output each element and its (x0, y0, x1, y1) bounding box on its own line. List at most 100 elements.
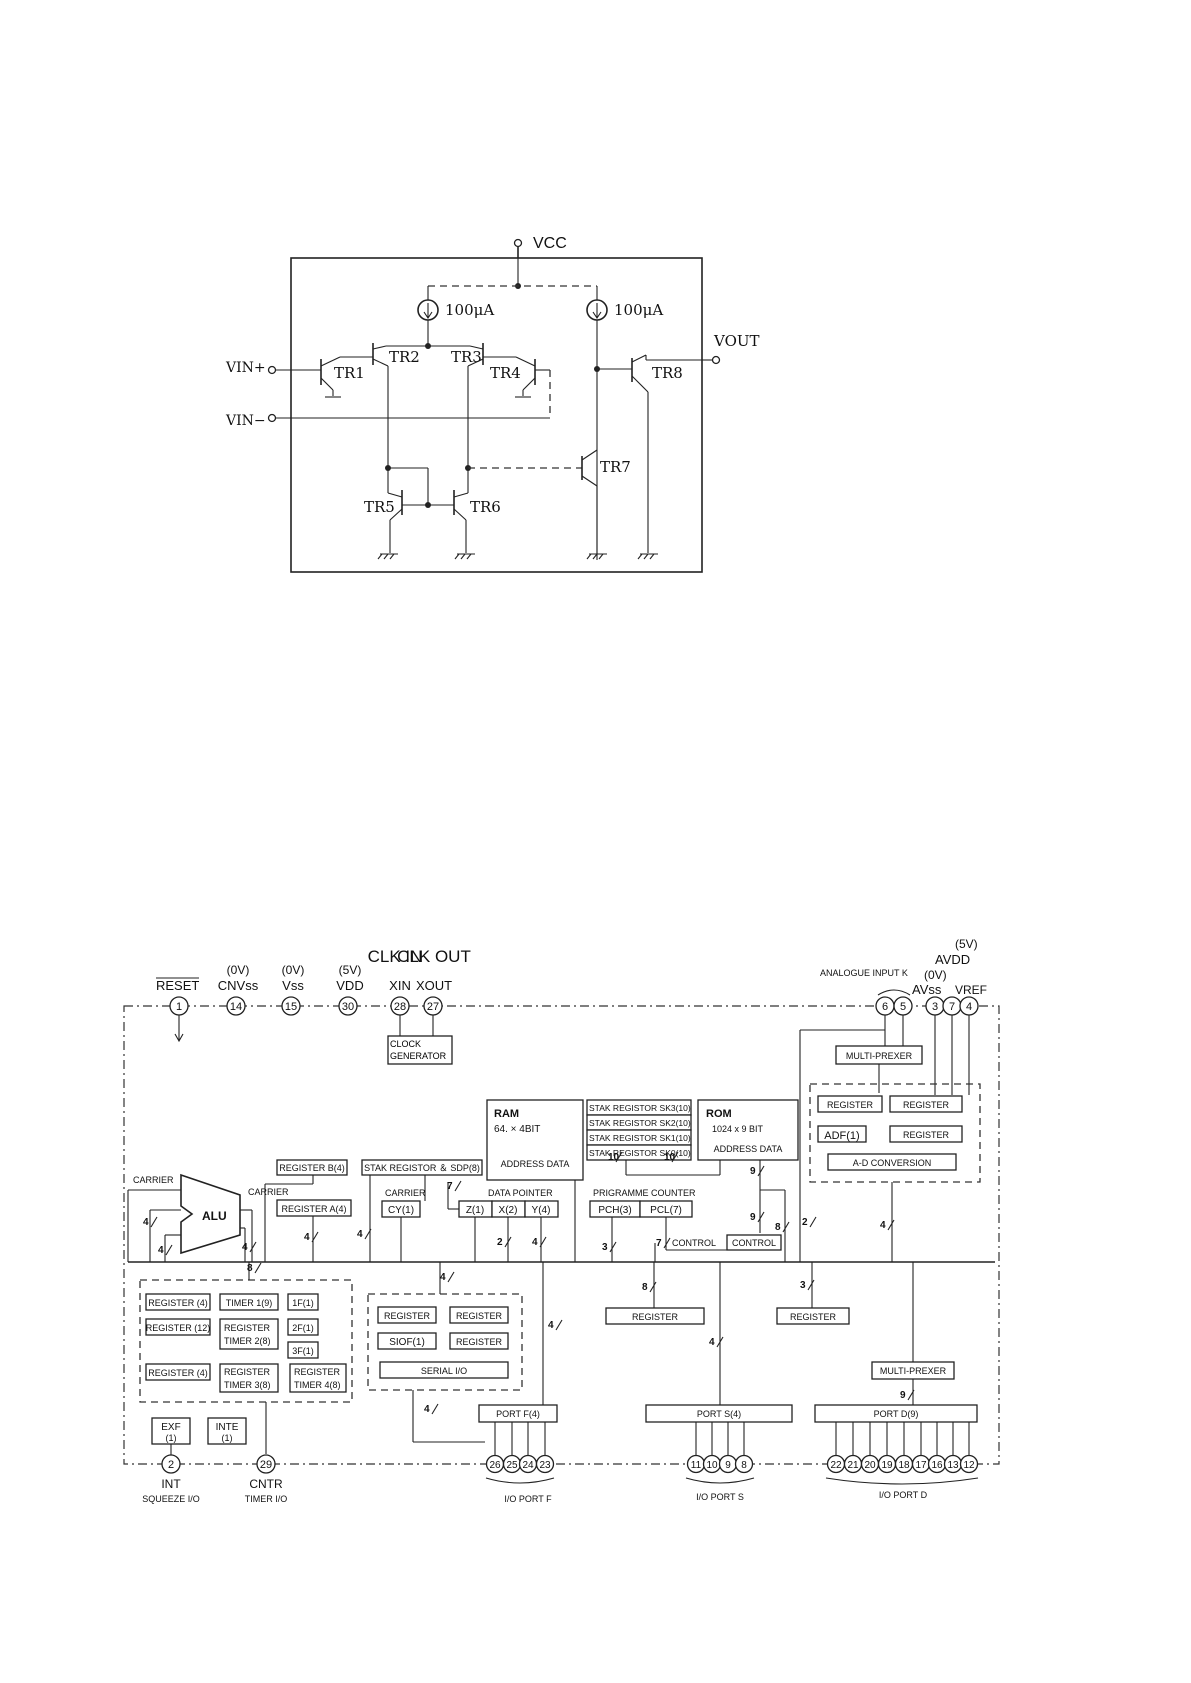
svg-text:INTE: INTE (216, 1422, 239, 1433)
svg-text:(0V): (0V) (282, 963, 305, 977)
io-port-s-label: I/O PORT S (696, 1492, 744, 1502)
clk-in-label: CLK IN (368, 947, 423, 966)
pin-number: 24 (522, 1460, 534, 1471)
ram-block (486, 1099, 584, 1181)
pin-number: 26 (489, 1460, 501, 1471)
bus-width-label: 10 (608, 1152, 620, 1163)
source2-label: 100μA (614, 301, 663, 319)
bus-width-label: 7 (656, 1238, 662, 1249)
svg-text:TIMER 1(9): TIMER 1(9) (226, 1298, 273, 1308)
timer-3 (219, 1363, 279, 1393)
tr5-label: TR5 (364, 498, 395, 516)
svg-text:64. × 4BIT: 64. × 4BIT (494, 1124, 540, 1135)
svg-text:PCL(7): PCL(7) (650, 1205, 682, 1216)
reset-label: RESET (156, 978, 199, 993)
top-pin-group: RESET 1 (0V) CNVss 14 (0V) Vss 15 (5V) V… (156, 947, 471, 1043)
svg-text:7: 7 (949, 1001, 955, 1013)
svg-text:RAM: RAM (494, 1108, 519, 1120)
pin-number: 16 (931, 1460, 943, 1471)
bus-width-label: 4 (548, 1320, 554, 1331)
svg-text:(1): (1) (166, 1433, 177, 1443)
svg-text:REGISTER (4): REGISTER (4) (148, 1368, 208, 1378)
svg-text:MULTI-PREXER: MULTI-PREXER (880, 1366, 947, 1376)
pin-number: 11 (691, 1460, 702, 1471)
io-port-f-label: I/O PORT F (504, 1494, 552, 1504)
flag-3f (287, 1341, 319, 1359)
mcu-block-diagram: RESET 1 (0V) CNVss 14 (0V) Vss 15 (5V) V… (123, 937, 1000, 1504)
svg-text:(0V): (0V) (924, 968, 947, 982)
port-f (478, 1404, 558, 1423)
svg-text:(1): (1) (222, 1433, 233, 1443)
svg-text:STAK REGISTOR SK2(10): STAK REGISTOR SK2(10) (589, 1118, 691, 1128)
vcc-label: VCC (533, 235, 567, 252)
pin-12 (959, 1454, 979, 1474)
timer-group (139, 1279, 353, 1403)
svg-text:REGISTER (12): REGISTER (12) (146, 1323, 211, 1333)
alu-block (180, 1173, 241, 1255)
pin-number: 23 (539, 1460, 551, 1471)
svg-text:SQUEEZE I/O: SQUEEZE I/O (142, 1494, 200, 1504)
serial-io (379, 1361, 509, 1379)
tr6-label: TR6 (470, 498, 501, 516)
ad-register-3 (889, 1125, 963, 1143)
vref-label: VREF (955, 983, 987, 997)
svg-text:TIMER I/O: TIMER I/O (245, 1494, 288, 1504)
bus-width-label: 4 (304, 1232, 310, 1243)
svg-text:STAK REGISTOR SK3(10): STAK REGISTOR SK3(10) (589, 1103, 691, 1113)
ad-register-2 (889, 1095, 963, 1113)
vcc-terminal (513, 238, 523, 248)
analogue-pin-group: ANALOGUE INPUT K (0V) (5V) AVDD AVss VRE… (799, 937, 987, 1262)
bus-width-label: 4 (143, 1217, 149, 1228)
clk-out-label: CLK OUT (397, 947, 471, 966)
control-block (726, 1234, 782, 1251)
stack-registers: STAK REGISTOR SK3(10) STAK REGISTOR SK2(… (586, 1099, 692, 1161)
vin-plus-terminal (267, 365, 277, 375)
svg-text:(5V): (5V) (955, 937, 978, 951)
svg-text:SIOF(1): SIOF(1) (389, 1337, 425, 1348)
vin-minus-terminal (267, 413, 277, 423)
bus-width-label: 9 (900, 1390, 906, 1401)
svg-text:REGISTER: REGISTER (456, 1311, 503, 1321)
timer-2 (219, 1318, 279, 1350)
svg-text:14: 14 (230, 1001, 242, 1013)
svg-text:REGISTER: REGISTER (224, 1367, 271, 1377)
vdd-label: VDD (336, 978, 363, 993)
bus-width-label: 10 (664, 1152, 676, 1163)
svg-text:Z(1): Z(1) (466, 1205, 484, 1216)
tr1-label: TR1 (334, 364, 365, 382)
pin-number: 12 (963, 1460, 975, 1471)
cnvss-label: CNVss (218, 978, 259, 993)
svg-text:TIMER 3(8): TIMER 3(8) (224, 1380, 271, 1390)
svg-text:REGISTER A(4): REGISTER A(4) (281, 1204, 346, 1214)
tr8-label: TR8 (652, 364, 683, 382)
svg-text:28: 28 (394, 1001, 406, 1013)
pin-number: 25 (506, 1460, 518, 1471)
svg-text:2: 2 (168, 1459, 174, 1471)
svg-text:EXF: EXF (161, 1422, 180, 1433)
bus-width-label: 4 (880, 1220, 886, 1231)
svg-text:Y(4): Y(4) (532, 1205, 551, 1216)
vin-plus-label: VIN+ (225, 360, 266, 376)
bus-width-label: 9 (750, 1212, 756, 1223)
vin-minus-label: VIN− (225, 413, 266, 429)
cntr-label: CNTR (249, 1477, 283, 1491)
svg-text:REGISTER: REGISTER (903, 1130, 950, 1140)
bus-width-label: 2 (497, 1237, 503, 1248)
avdd-label: AVDD (935, 952, 970, 967)
svg-text:REGISTER: REGISTER (456, 1337, 503, 1347)
port-s (645, 1404, 793, 1423)
pin-2 (161, 1454, 181, 1474)
svg-text:REGISTER B(4): REGISTER B(4) (279, 1163, 345, 1173)
inte-flag (207, 1417, 247, 1445)
svg-text:ROM: ROM (706, 1108, 732, 1120)
svg-text:CARRIER: CARRIER (385, 1188, 426, 1198)
svg-text:CARRIER: CARRIER (248, 1187, 289, 1197)
timer-register-3 (145, 1363, 211, 1381)
timer-register-1 (145, 1293, 211, 1311)
svg-text:REGISTER: REGISTER (384, 1311, 431, 1321)
svg-text:X(2): X(2) (499, 1205, 518, 1216)
tr3-label: TR3 (451, 348, 482, 366)
pin-8 (734, 1454, 754, 1474)
clock-generator (387, 1035, 453, 1065)
